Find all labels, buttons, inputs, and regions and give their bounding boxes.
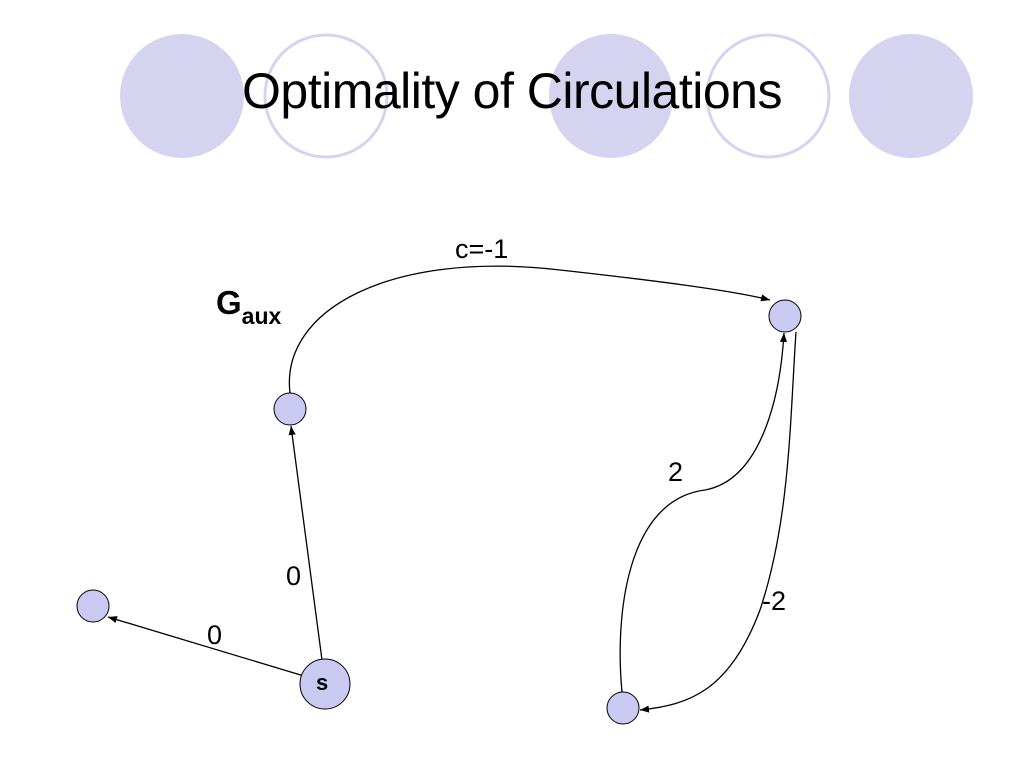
edge-label-bottom-right-to-top-right: 2 bbox=[668, 457, 684, 487]
node-s-label: s bbox=[316, 670, 329, 695]
graph-label-main: G bbox=[216, 284, 242, 321]
node-bottom-right bbox=[606, 691, 640, 725]
edge-s-to-mid bbox=[288, 425, 323, 661]
edge-s-to-left bbox=[107, 616, 305, 677]
edge-label-s-to-left: 0 bbox=[207, 620, 223, 650]
node-mid bbox=[273, 392, 307, 426]
node-left bbox=[76, 589, 110, 623]
slide-title: Optimality of Circulations bbox=[242, 63, 782, 119]
deco-circle-outline bbox=[263, 33, 389, 159]
deco-circle-outline bbox=[705, 33, 831, 159]
graph-label-subscript: aux bbox=[241, 303, 282, 329]
node-top-right bbox=[768, 299, 802, 333]
edge-label-s-to-mid: 0 bbox=[286, 561, 302, 591]
node-s bbox=[299, 658, 351, 710]
edge-label-mid-to-top-right: c=-1 bbox=[455, 234, 509, 264]
deco-circle-filled bbox=[120, 34, 244, 158]
decorative-circles bbox=[120, 33, 973, 159]
edge-mid-to-top-right bbox=[288, 265, 771, 394]
deco-circle-filled bbox=[849, 34, 973, 158]
edge-label-top-right-to-bottom-right: -2 bbox=[762, 586, 787, 616]
edge-bottom-right-to-top-right bbox=[619, 332, 788, 693]
edge-top-right-to-bottom-right bbox=[639, 331, 797, 713]
deco-circle-filled bbox=[549, 34, 673, 158]
graph-label: Gaux bbox=[216, 284, 281, 330]
